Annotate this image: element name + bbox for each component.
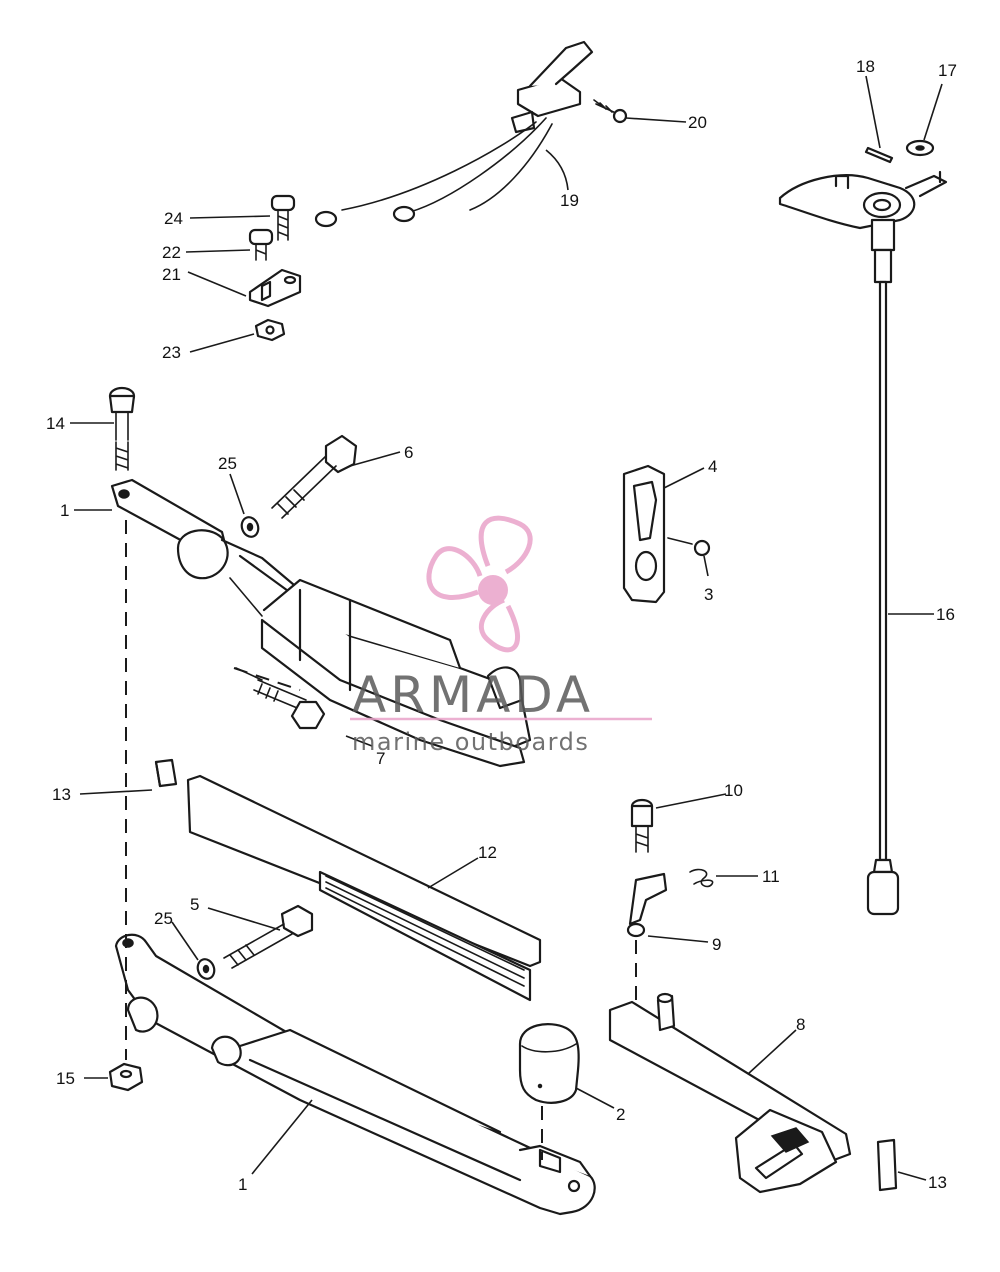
callout-24: 24: [164, 209, 183, 228]
part-16-shift-shaft: [778, 170, 948, 916]
callout-1-bottom: 1: [238, 1175, 247, 1194]
callout-3: 3: [704, 585, 713, 604]
callout-10: 10: [724, 781, 743, 800]
part-18-pin: [864, 146, 894, 164]
watermark-brand: ARMADA: [352, 666, 594, 724]
callout-2: 2: [616, 1105, 625, 1124]
callout-19: 19: [560, 191, 579, 210]
part-4-lock-plate: [622, 464, 666, 604]
part-13-pad-right: [876, 1138, 898, 1192]
callout-25-top: 25: [218, 454, 237, 473]
part-1-upper-arm: [110, 478, 532, 768]
callout-16: 16: [936, 605, 955, 624]
part-14-screw: [108, 386, 136, 471]
part-19-switch-harness: [314, 40, 594, 228]
callout-7: 7: [376, 749, 385, 768]
callout-4: 4: [708, 457, 717, 476]
part-1-lower-arm: [114, 933, 596, 1216]
callout-11: 11: [762, 867, 780, 886]
part-15-nut: [108, 1062, 144, 1092]
callout-1-top: 1: [60, 501, 69, 520]
callout-12: 12: [478, 843, 497, 862]
part-13-pad-left: [154, 758, 178, 788]
part-2-bumper: [518, 1023, 580, 1104]
callout-17: 17: [938, 61, 957, 80]
part-6-bolt: [271, 434, 358, 519]
callout-9: 9: [712, 935, 721, 954]
part-21-clamp: [248, 268, 302, 308]
callout-25-bottom: 25: [154, 909, 173, 928]
callout-8: 8: [796, 1015, 805, 1034]
part-25-washer-top: [240, 516, 260, 538]
callout-14: 14: [46, 414, 65, 433]
callout-6: 6: [404, 443, 413, 462]
part-22-screw: [248, 228, 274, 261]
armada-watermark: ARMADA marine outboards: [350, 515, 652, 756]
propeller-logo-icon: [426, 515, 533, 653]
part-25-washer-bottom: [196, 958, 216, 980]
part-5-bolt: [223, 904, 314, 969]
callout-23: 23: [162, 343, 181, 362]
callout-18: 18: [856, 57, 875, 76]
callout-numbers: 14 1 25 6 21 24 22 23 20 19 18 17 16 4 3…: [46, 57, 957, 1194]
callout-20: 20: [688, 113, 707, 132]
part-10-screw: [630, 798, 654, 853]
part-12-channel: [186, 774, 542, 1002]
part-23-nut: [254, 318, 286, 342]
callout-15: 15: [56, 1069, 75, 1088]
part-17-washer: [905, 139, 935, 157]
callout-21: 21: [162, 265, 181, 284]
callout-13-right: 13: [928, 1173, 947, 1192]
alignment-lines: [125, 520, 637, 1160]
callout-5: 5: [190, 895, 199, 914]
part-9-detent: [626, 872, 668, 938]
part-3-screw: [667, 537, 711, 557]
callout-22: 22: [162, 243, 181, 262]
part-24-screw: [270, 194, 296, 241]
callout-13-left: 13: [52, 785, 71, 804]
part-8-shift-rail: [608, 992, 852, 1194]
part-7-bolt: [253, 679, 326, 730]
part-20-screw: [593, 99, 628, 124]
part-11-spring: [689, 868, 714, 888]
watermark-tagline: marine outboards: [352, 728, 589, 756]
leader-lines: [70, 75, 943, 1181]
